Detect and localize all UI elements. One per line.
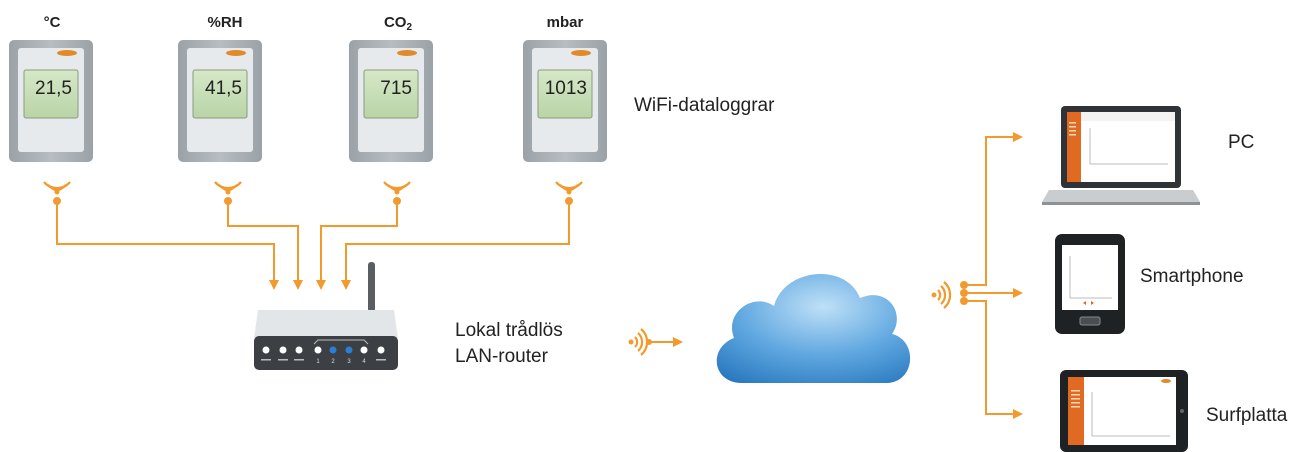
laptop-icon [1042,106,1200,205]
loggers-label: WiFi-dataloggrar [634,95,775,116]
logger-pressure: mbar 1013 [523,14,607,162]
router-label-line2: LAN-router [455,346,549,367]
logger-unit-label: CO2 [384,14,413,33]
wifi-signal-icon [627,327,649,357]
wifi-signal-icon [930,280,952,310]
logger-reading: 715 [380,78,412,99]
wifi-signal-icon [382,180,412,196]
logger-unit-label: °C [44,14,61,31]
pc-label: PC [1228,132,1254,153]
router-icon: 1 2 3 4 [254,262,398,370]
logger-temperature: °C 21,5 [9,14,93,162]
wifi-signal-icon [42,180,72,196]
logger-reading: 1013 [545,78,587,99]
cloud-icon [716,274,911,383]
device-connections [960,132,1023,419]
logger-humidity: %RH 41,5 [178,14,262,162]
wifi-signal-icon [554,180,584,196]
logger-reading: 41,5 [205,78,242,99]
smartphone-label: Smartphone [1140,266,1244,287]
wifi-signal-icon [213,180,243,196]
logger-co2: CO2 715 [349,14,433,162]
smartphone-icon [1055,234,1125,334]
logger-unit-label: %RH [207,14,242,31]
router-port-label: 1 [316,359,320,365]
logger-reading: 21,5 [35,78,72,99]
tablet-label: Surfplatta [1206,405,1288,426]
tablet-icon [1060,370,1188,452]
router-port-label: 3 [347,359,351,365]
router-port-label: 4 [362,359,366,365]
router-label-line1: Lokal trådlös [455,320,563,341]
logger-connections [53,197,573,290]
logger-unit-label: mbar [547,14,584,31]
router-port-label: 2 [331,359,335,365]
